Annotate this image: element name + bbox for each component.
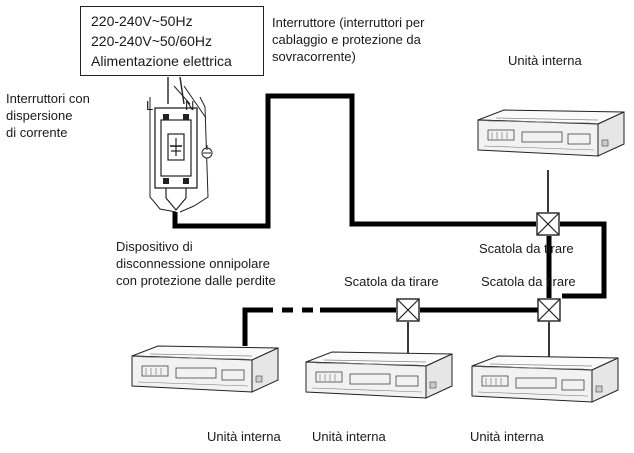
leakage-label-line-1: Interruttori con xyxy=(6,91,90,106)
disconnect-label-line-2: disconnessione onnipolare xyxy=(116,256,270,271)
leakage-breaker xyxy=(149,76,213,213)
indoor-unit-label-top-right: Unità interna xyxy=(508,53,582,68)
power-supply-line-1: 220-240V~50Hz xyxy=(91,13,193,29)
pull-box-label-lower-middle: Scatola da tirare xyxy=(344,274,439,289)
disconnect-label-line-3: con protezione dalle perdite xyxy=(116,273,276,288)
breaker-label-l: L xyxy=(146,98,153,113)
power-supply-line-2: 220-240V~50/60Hz xyxy=(91,33,213,49)
breaker-label-n: N xyxy=(185,98,194,113)
leakage-label-line-3: di corrente xyxy=(6,125,68,140)
switch-label-line-2: cablaggio e protezione da xyxy=(272,32,421,47)
wire-trunk-right xyxy=(560,221,607,299)
indoor-unit-label-bottom-middle: Unità interna xyxy=(312,429,386,444)
indoor-unit-label-bottom-right: Unità interna xyxy=(470,429,544,444)
pull-box-label-upper-right: Scatola da tirare xyxy=(479,241,574,256)
indoor-unit-bottom-right xyxy=(471,355,619,403)
disconnect-device-label: Dispositivo di disconnessione onnipolare… xyxy=(116,238,276,289)
switch-label-line-3: sovracorrente) xyxy=(272,49,356,64)
switch-label: Interruttore (interruttori per cablaggio… xyxy=(272,14,424,65)
main-wire xyxy=(172,93,607,346)
pull-box-label-lower-right: Scatola da tirare xyxy=(481,274,576,289)
switch-label-line-1: Interruttore (interruttori per xyxy=(272,15,425,30)
leakage-breaker-label: Interruttori con dispersione di corrente xyxy=(6,90,90,141)
pull-box-upper-right xyxy=(536,212,560,236)
indoor-unit-bottom-left xyxy=(131,345,279,393)
drop-wires xyxy=(407,170,550,358)
wire-breaker-to-trunk xyxy=(172,93,536,229)
pull-box-lower-middle xyxy=(396,298,420,322)
leakage-label-line-2: dispersione xyxy=(6,108,73,123)
power-supply-box: 220-240V~50Hz 220-240V~50/60Hz Alimentaz… xyxy=(80,6,264,76)
indoor-unit-label-bottom-left: Unità interna xyxy=(207,429,281,444)
indoor-unit-top-right xyxy=(477,109,625,157)
power-supply-line-3: Alimentazione elettrica xyxy=(91,53,232,69)
indoor-unit-bottom-middle xyxy=(305,351,453,399)
wire-left-drop xyxy=(242,307,262,346)
disconnect-label-line-1: Dispositivo di xyxy=(116,239,193,254)
pull-box-lower-right xyxy=(537,298,561,322)
